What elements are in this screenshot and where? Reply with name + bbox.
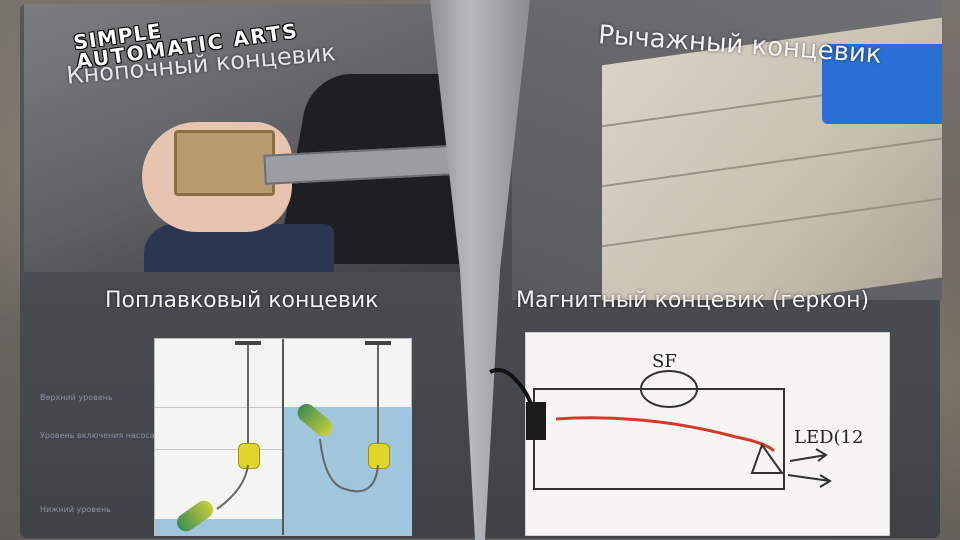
arm-sleeve	[144, 224, 334, 272]
lever-switch-photo	[512, 0, 942, 300]
reed-switch-sketch: SF LED(12	[525, 332, 890, 536]
level-line	[155, 449, 283, 450]
float-ball	[368, 443, 390, 469]
level-label-lower: Нижний уровень	[40, 505, 111, 514]
lever-switch-device	[822, 44, 942, 124]
float-mount	[365, 341, 391, 345]
level-label-upper: Верхний уровень	[40, 393, 113, 402]
led-label: LED(12	[794, 427, 864, 448]
tank-divider	[282, 339, 284, 535]
float-ball	[238, 443, 260, 469]
float-mount	[235, 341, 261, 345]
float-switch-diagram	[154, 338, 412, 536]
float-cable	[247, 345, 249, 445]
float-switch-title: Поплавковый концевик	[105, 288, 379, 313]
button-switch-device	[174, 130, 275, 196]
reed-switch-connector	[489, 368, 546, 440]
magnetic-switch-title: Магнитный концевик (геркон)	[516, 288, 870, 313]
level-label-pump: Уровень включения насоса	[40, 431, 155, 440]
level-line	[155, 407, 283, 408]
button-switch-photo	[24, 4, 470, 272]
float-cable	[377, 345, 379, 445]
float-cable-curves	[216, 438, 379, 510]
door-panel-line	[602, 134, 942, 188]
door-panel-line	[602, 194, 942, 248]
sf-label: SF	[652, 351, 677, 372]
sketch-drawing	[533, 370, 832, 490]
water-fill	[283, 407, 411, 535]
